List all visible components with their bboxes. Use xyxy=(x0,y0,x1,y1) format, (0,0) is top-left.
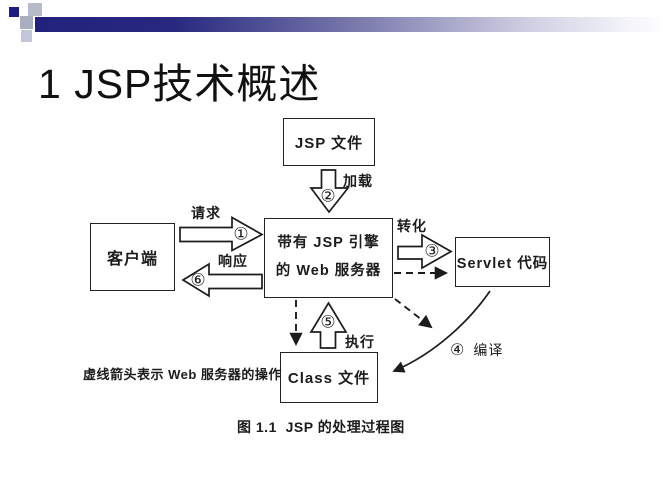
deco-gray-square-top xyxy=(28,3,42,16)
servlet-label: Servlet 代码 xyxy=(456,255,549,272)
response-arrow-label: 响应 xyxy=(218,253,248,269)
deco-gray-square-mid xyxy=(20,16,33,29)
figure-caption: 图 1.1 JSP 的处理过程图 xyxy=(237,419,405,435)
web-server-label-line1: 带有 JSP 引擎 xyxy=(277,235,380,252)
deco-navy-square xyxy=(9,7,19,17)
load-step-number: ② xyxy=(320,186,336,206)
page-title: 1 JSP技术概述 xyxy=(38,61,321,107)
compile-label-text: 编译 xyxy=(473,342,504,358)
class-file-box: Class 文件 xyxy=(280,352,378,403)
servlet-box: Servlet 代码 xyxy=(455,237,550,287)
web-server-box: 带有 JSP 引擎 的 Web 服务器 xyxy=(264,218,393,298)
dashed-arrow-note: 虚线箭头表示 Web 服务器的操作 xyxy=(83,367,282,382)
client-label: 客户端 xyxy=(106,251,158,268)
jsp-file-label: JSP 文件 xyxy=(294,134,364,152)
execute-arrow-label: 执行 xyxy=(345,334,375,350)
web-server-label-line2: 的 Web 服务器 xyxy=(275,263,382,279)
response-step-number: ⑥ xyxy=(190,270,206,290)
jsp-file-box: JSP 文件 xyxy=(283,118,375,166)
request-step-number: ① xyxy=(233,224,249,244)
load-arrow-label: 加载 xyxy=(343,173,373,189)
request-arrow-label: 请求 xyxy=(191,205,221,221)
compile-step-number: ④ xyxy=(450,342,466,359)
client-box: 客户端 xyxy=(90,223,175,291)
deco-lavender-square xyxy=(21,30,32,42)
class-file-label: Class 文件 xyxy=(287,370,371,387)
dashed-arrow-server-to-compile xyxy=(394,298,433,329)
transform-step-number: ③ xyxy=(424,241,440,261)
compile-arrow-label: ④ 编译 xyxy=(450,340,503,360)
deco-gradient-bar xyxy=(35,17,667,32)
transform-arrow-label: 转化 xyxy=(397,218,427,234)
execute-step-number: ⑤ xyxy=(320,312,336,332)
